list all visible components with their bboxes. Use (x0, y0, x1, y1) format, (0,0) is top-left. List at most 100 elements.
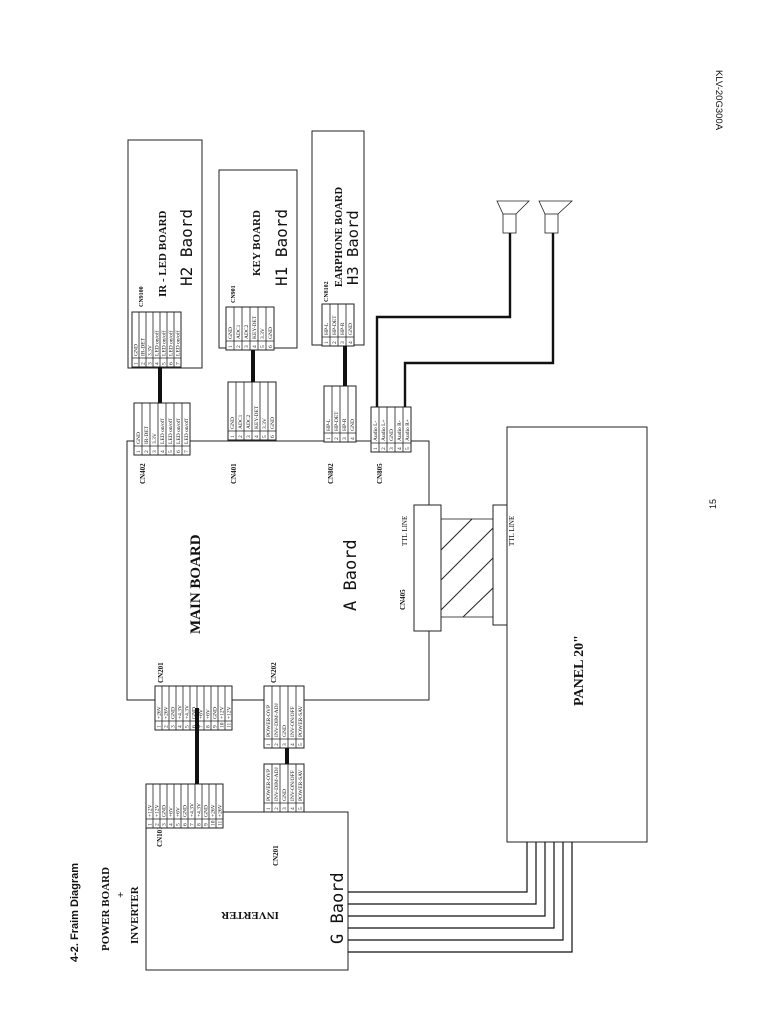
pin-number: 1 (136, 450, 142, 453)
pin-label: Audio R- (397, 420, 403, 441)
pin-number: 5 (168, 450, 174, 453)
ttl-cable-hatch (440, 518, 494, 618)
h3-board-name: H3 Baord (344, 210, 362, 285)
pin-number: 4 (290, 743, 296, 746)
connector-frame (145, 783, 224, 829)
connector-frame (263, 763, 305, 813)
power-board-box (145, 811, 349, 971)
pin-label: GND (230, 417, 236, 429)
pin-label: LED on/off (161, 330, 168, 356)
pin-number: 9 (204, 823, 210, 826)
pin-label: ADC2 (246, 414, 252, 429)
pin-number: 3 (282, 807, 288, 810)
pin-label: +12V (227, 706, 233, 719)
pin-label: IR-DET (144, 425, 150, 444)
pin-number: 2 (332, 341, 338, 344)
pin-label: 3.3V (152, 433, 158, 444)
pin-number: 1 (326, 437, 332, 440)
pin-label: ADC2 (244, 324, 250, 339)
pin-number: 5 (176, 823, 182, 826)
pin-number: 5 (298, 743, 304, 746)
pin-number: 2 (381, 447, 387, 450)
pin-label: GND (134, 344, 140, 356)
pin-label: +4.3V (197, 803, 203, 817)
pin-label: Audio L- (373, 421, 379, 441)
pin-number: 7 (184, 450, 190, 453)
main-cn201-label: CN201 (157, 662, 165, 683)
pin-number: 6 (268, 345, 274, 348)
page-heading: 4-2. Fraim Diagram (69, 863, 81, 962)
pin-number: 4 (348, 341, 354, 344)
pin-label: +12V (148, 804, 154, 817)
pin-label: POWER-SAV (298, 770, 304, 801)
power-board-plus: + (115, 892, 127, 898)
pin-number: 3 (162, 823, 168, 826)
main-cn802-label: CN802 (327, 463, 335, 484)
pin-label: Audio R+ (405, 419, 411, 441)
pin-label: 3.3V (260, 328, 266, 339)
pin-label: GND (204, 805, 210, 817)
pin-label: GND (268, 327, 274, 339)
pin-number: 4 (350, 437, 356, 440)
pin-label: LED on/off (168, 330, 175, 356)
pin-label: +12V (155, 804, 161, 817)
pin-number: 6 (176, 450, 182, 453)
pin-label: LED on/off (167, 418, 174, 444)
connector-frame (263, 685, 305, 749)
pin-label: HP-L (324, 322, 330, 335)
pin-number: 1 (157, 725, 163, 728)
pin-label: IR-DET (141, 337, 147, 356)
pin-number: 1 (230, 435, 236, 438)
ir-led-board-title: IR - LED BOARD (157, 210, 169, 297)
main-board-box (126, 440, 430, 701)
main-cn202-label: CN202 (270, 662, 278, 683)
main-cn405-label: CN405 (399, 589, 407, 610)
g-board-name: G Baord (328, 872, 348, 944)
pin-number: 5 (262, 435, 268, 438)
pin-number: 2 (164, 725, 170, 728)
pin-number: 3 (389, 447, 395, 450)
pin-number: 6 (183, 823, 189, 826)
power-board-title: POWER BOARD (100, 867, 112, 951)
pin-label: +4.3V (190, 803, 196, 817)
pin-label: HP-DET (334, 411, 340, 431)
h2-board-name: H2 Baord (177, 209, 196, 286)
pin-label: INV-ON/OFF (290, 706, 296, 737)
pin-number: 5 (298, 807, 304, 810)
pin-label: HP-L (326, 418, 332, 431)
pin-number: 3 (148, 362, 154, 365)
pin-label: INV-DIM-ADJ (274, 702, 280, 737)
earphone-board-title: EARPHONE BOARD (334, 187, 345, 287)
pin-number: 6 (270, 435, 276, 438)
pin-label: ADC1 (236, 324, 242, 339)
pin-number: 1 (134, 362, 140, 365)
pin-label: +26V (211, 804, 217, 817)
pin-label: LED on/off (159, 418, 166, 444)
cn405-connector-block (413, 504, 442, 632)
pin-number: 1 (266, 743, 272, 746)
pin-label: HP-R (340, 322, 346, 335)
wire-speaker-left (375, 233, 512, 407)
pin-number: 2 (238, 435, 244, 438)
pin-number: 2 (236, 345, 242, 348)
pin-label: +26V (218, 804, 224, 817)
pin-label: GND (192, 707, 198, 719)
pin-number: 11 (227, 722, 233, 728)
cn8102-label: CN8102 (324, 281, 330, 302)
pin-number: 1 (228, 345, 234, 348)
wire-speaker-right (403, 233, 555, 407)
pin-number: 4 (169, 823, 175, 826)
pin-number: 5 (162, 362, 168, 365)
pin-label: GND (389, 429, 395, 441)
pin-label: GND (282, 725, 288, 737)
pin-label: GND (171, 707, 177, 719)
main-board-title: MAIN BOARD (188, 534, 204, 634)
pin-label: HP-DET (332, 315, 338, 335)
speaker-icon-right (538, 200, 574, 234)
cn9100-label: CN9100 (139, 286, 145, 307)
key-board-title: KEY BOARD (251, 210, 263, 276)
pin-label: +6V (176, 807, 182, 817)
pin-label: LED on/off (183, 418, 190, 444)
pin-label: 3.3V (148, 345, 154, 356)
